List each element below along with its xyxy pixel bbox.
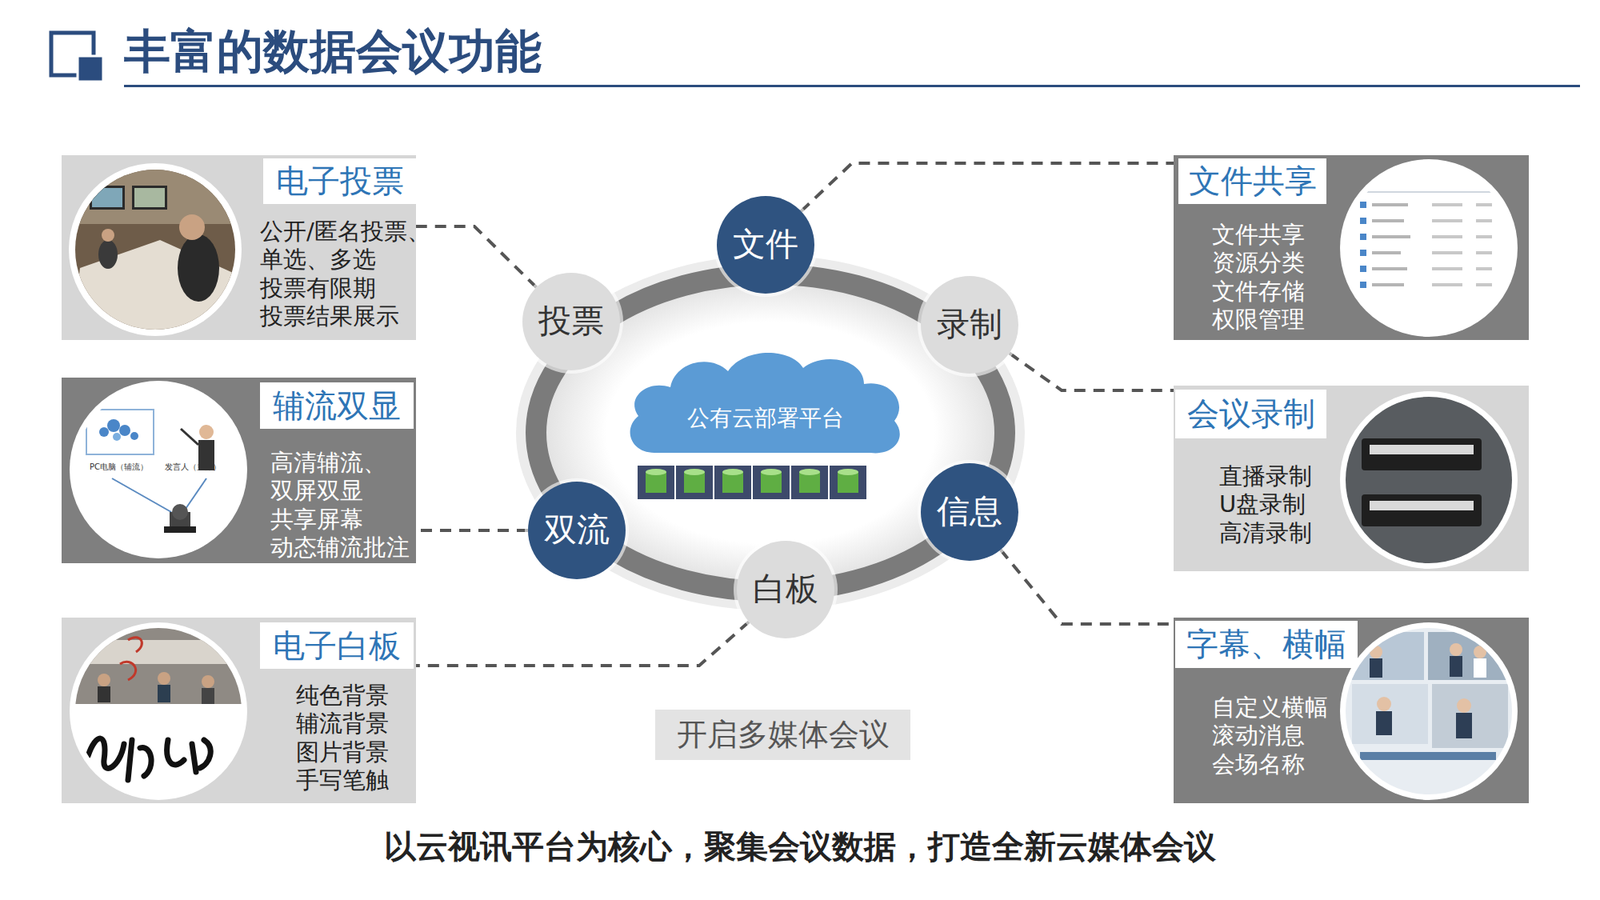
dashed-connector: [416, 226, 537, 288]
feature-panel: 会议录制直播录制 U盘录制 高清录制: [1173, 385, 1529, 572]
panel-body: 高清辅流、 双屏双显 共享屏幕 动态辅流批注: [270, 448, 422, 563]
circle-label: 双流: [544, 512, 610, 548]
circle-label: 文件: [732, 226, 799, 263]
slide-caption: 以云视讯平台为核心，聚集会议数据，打造全新云媒体会议: [0, 827, 1600, 866]
panel-body: 文件共享 资源分类 文件存储 权限管理: [1212, 220, 1319, 335]
feature-circle: 投票: [522, 272, 620, 371]
circle-label: 录制: [936, 306, 1003, 343]
cloud-shape: [622, 347, 908, 460]
circle-label: 投票: [538, 303, 604, 340]
cloud-outline: [630, 352, 900, 453]
feature-circle: 文件: [716, 196, 815, 294]
panel-body: 纯色背景 辅流背景 图片背景 手写笔触: [296, 681, 403, 796]
title-rule: [124, 84, 1580, 88]
dashed-connector: [800, 163, 1174, 212]
cloud-platform: 公有云部署平台: [622, 347, 908, 460]
feature-circle: 白板: [736, 540, 835, 639]
feature-panel: 电子投票公开/匿名投票、 单选、多选 投票有限期 投票结果展示: [61, 155, 416, 340]
feature-circle: 信息: [920, 463, 1019, 561]
circle-label: 白板: [752, 571, 819, 608]
circle-label: 信息: [936, 493, 1003, 530]
dashed-connector: [416, 621, 749, 666]
title-icon-fill: [77, 56, 104, 82]
panel-heading: 会议录制: [1175, 389, 1327, 439]
panel-heading: 电子投票: [263, 158, 416, 204]
figure-label: 发言人（主流）: [164, 462, 221, 472]
title-icon-outline: [51, 32, 94, 76]
dashed-connector: [416, 528, 528, 532]
feature-panel: 文件共享文件共享 资源分类 文件存储 权限管理: [1173, 155, 1529, 340]
dashed-connector: [1009, 352, 1174, 391]
panel-heading: 文件共享: [1178, 158, 1327, 204]
feature-panel: 电子白板纯色背景 辅流背景 图片背景 手写笔触: [61, 617, 416, 804]
panel-body: 直播录制 U盘录制 高清录制: [1219, 462, 1326, 548]
box-label: 开启多媒体会议: [676, 718, 890, 752]
panel-heading: 辅流双显: [260, 382, 414, 429]
slide-title: 丰富的数据会议功能: [124, 24, 542, 80]
figure-label: PC电脑（辅流）: [89, 462, 148, 472]
label-box: 开启多媒体会议: [655, 709, 911, 760]
cloud-label: 公有云部署平台: [622, 404, 908, 432]
feature-circle: 双流: [528, 481, 626, 580]
server-rack: [637, 465, 867, 500]
panel-body: 自定义横幅 滚动消息 会场名称: [1212, 693, 1342, 779]
panel-heading: 字幕、横幅: [1175, 620, 1358, 668]
feature-panel: 字幕、横幅自定义横幅 滚动消息 会场名称: [1173, 617, 1529, 804]
panel-heading: 电子白板: [260, 622, 414, 669]
dashed-connector: [1000, 549, 1174, 624]
feature-circle: 录制: [920, 276, 1019, 374]
panel-body: 公开/匿名投票、 单选、多选 投票有限期 投票结果展示: [260, 217, 446, 332]
